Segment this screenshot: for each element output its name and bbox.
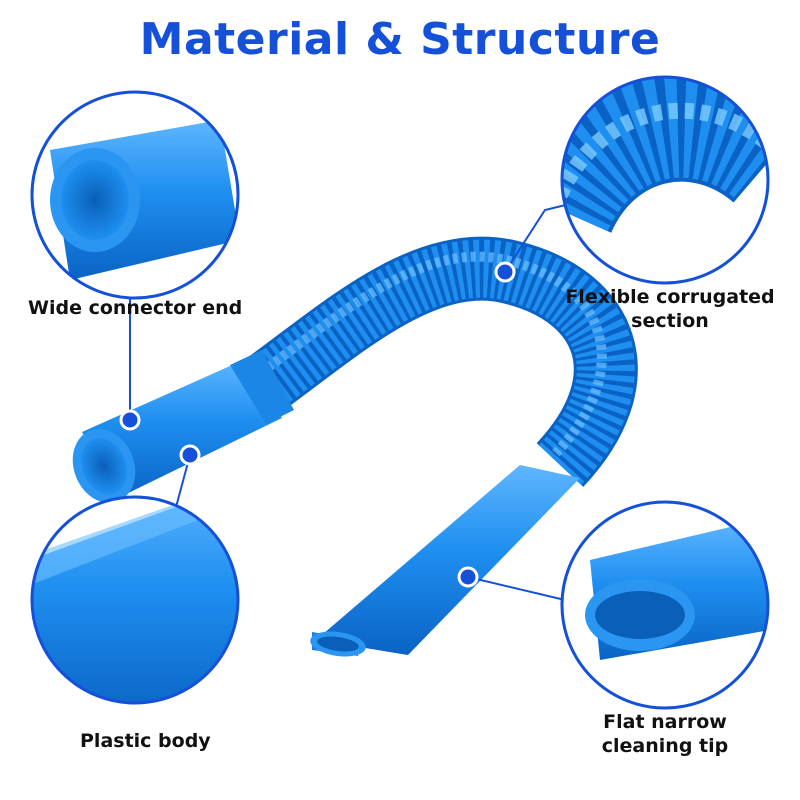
page-title: Material & Structure [139, 14, 661, 65]
inset-wide-end [30, 90, 240, 300]
inset-flat-tip [560, 500, 770, 710]
label-wide-connector-end: Wide connector end [28, 297, 243, 319]
hose-main [72, 236, 638, 657]
label-flexible-corrugated: Flexible corrugated section [560, 285, 780, 333]
label-corrugated-line1: Flexible corrugated [565, 286, 775, 308]
wide-connector-end [72, 350, 294, 503]
callout-dots [119, 261, 516, 588]
label-plastic-body: Plastic body [80, 730, 211, 752]
inset-plastic-body [30, 495, 240, 705]
label-flat-narrow-tip: Flat narrow cleaning tip [590, 710, 740, 758]
label-tip-line1: Flat narrow [603, 711, 727, 733]
label-tip-line2: cleaning tip [601, 735, 729, 757]
inset-corrugated [560, 75, 770, 285]
label-corrugated-line2: section [631, 310, 709, 332]
flat-tip [310, 465, 580, 657]
